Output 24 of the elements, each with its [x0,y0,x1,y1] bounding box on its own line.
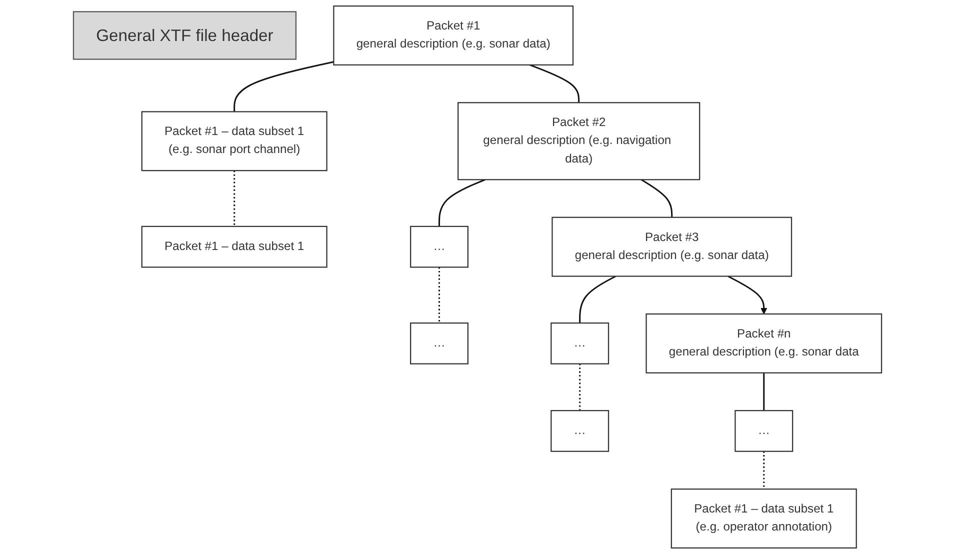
connector [234,61,334,112]
node-box: Packet #2 general description (e.g. navigation data) [458,102,700,180]
node-box: … [550,410,610,452]
node-box: … [550,322,610,364]
connector [438,267,440,324]
arrow [728,276,768,314]
connector [579,276,616,324]
connector [234,170,236,226]
connector [763,372,765,411]
node-box: … [734,410,794,452]
node-box: … [410,226,468,268]
connector [438,178,486,226]
node-box: … [410,322,468,364]
node-box: Packet #3 general description (e.g. sonar data) [552,216,792,277]
node-box: Packet #n general description (e.g. sonar data [646,313,882,374]
connector [579,364,581,411]
node-box: Packet #1 general description (e.g. sonar data) [333,5,574,66]
connector [530,64,580,103]
node-box: General XTF file header [72,11,297,60]
node-box: Packet #1 – data subset 1 (e.g. sonar port channel) [141,111,328,172]
connector [763,451,765,490]
node-box: Packet #1 – data subset 1 (e.g. operator annotation) [670,488,857,549]
node-box: Packet #1 – data subset 1 [141,226,328,268]
connector [640,179,673,218]
